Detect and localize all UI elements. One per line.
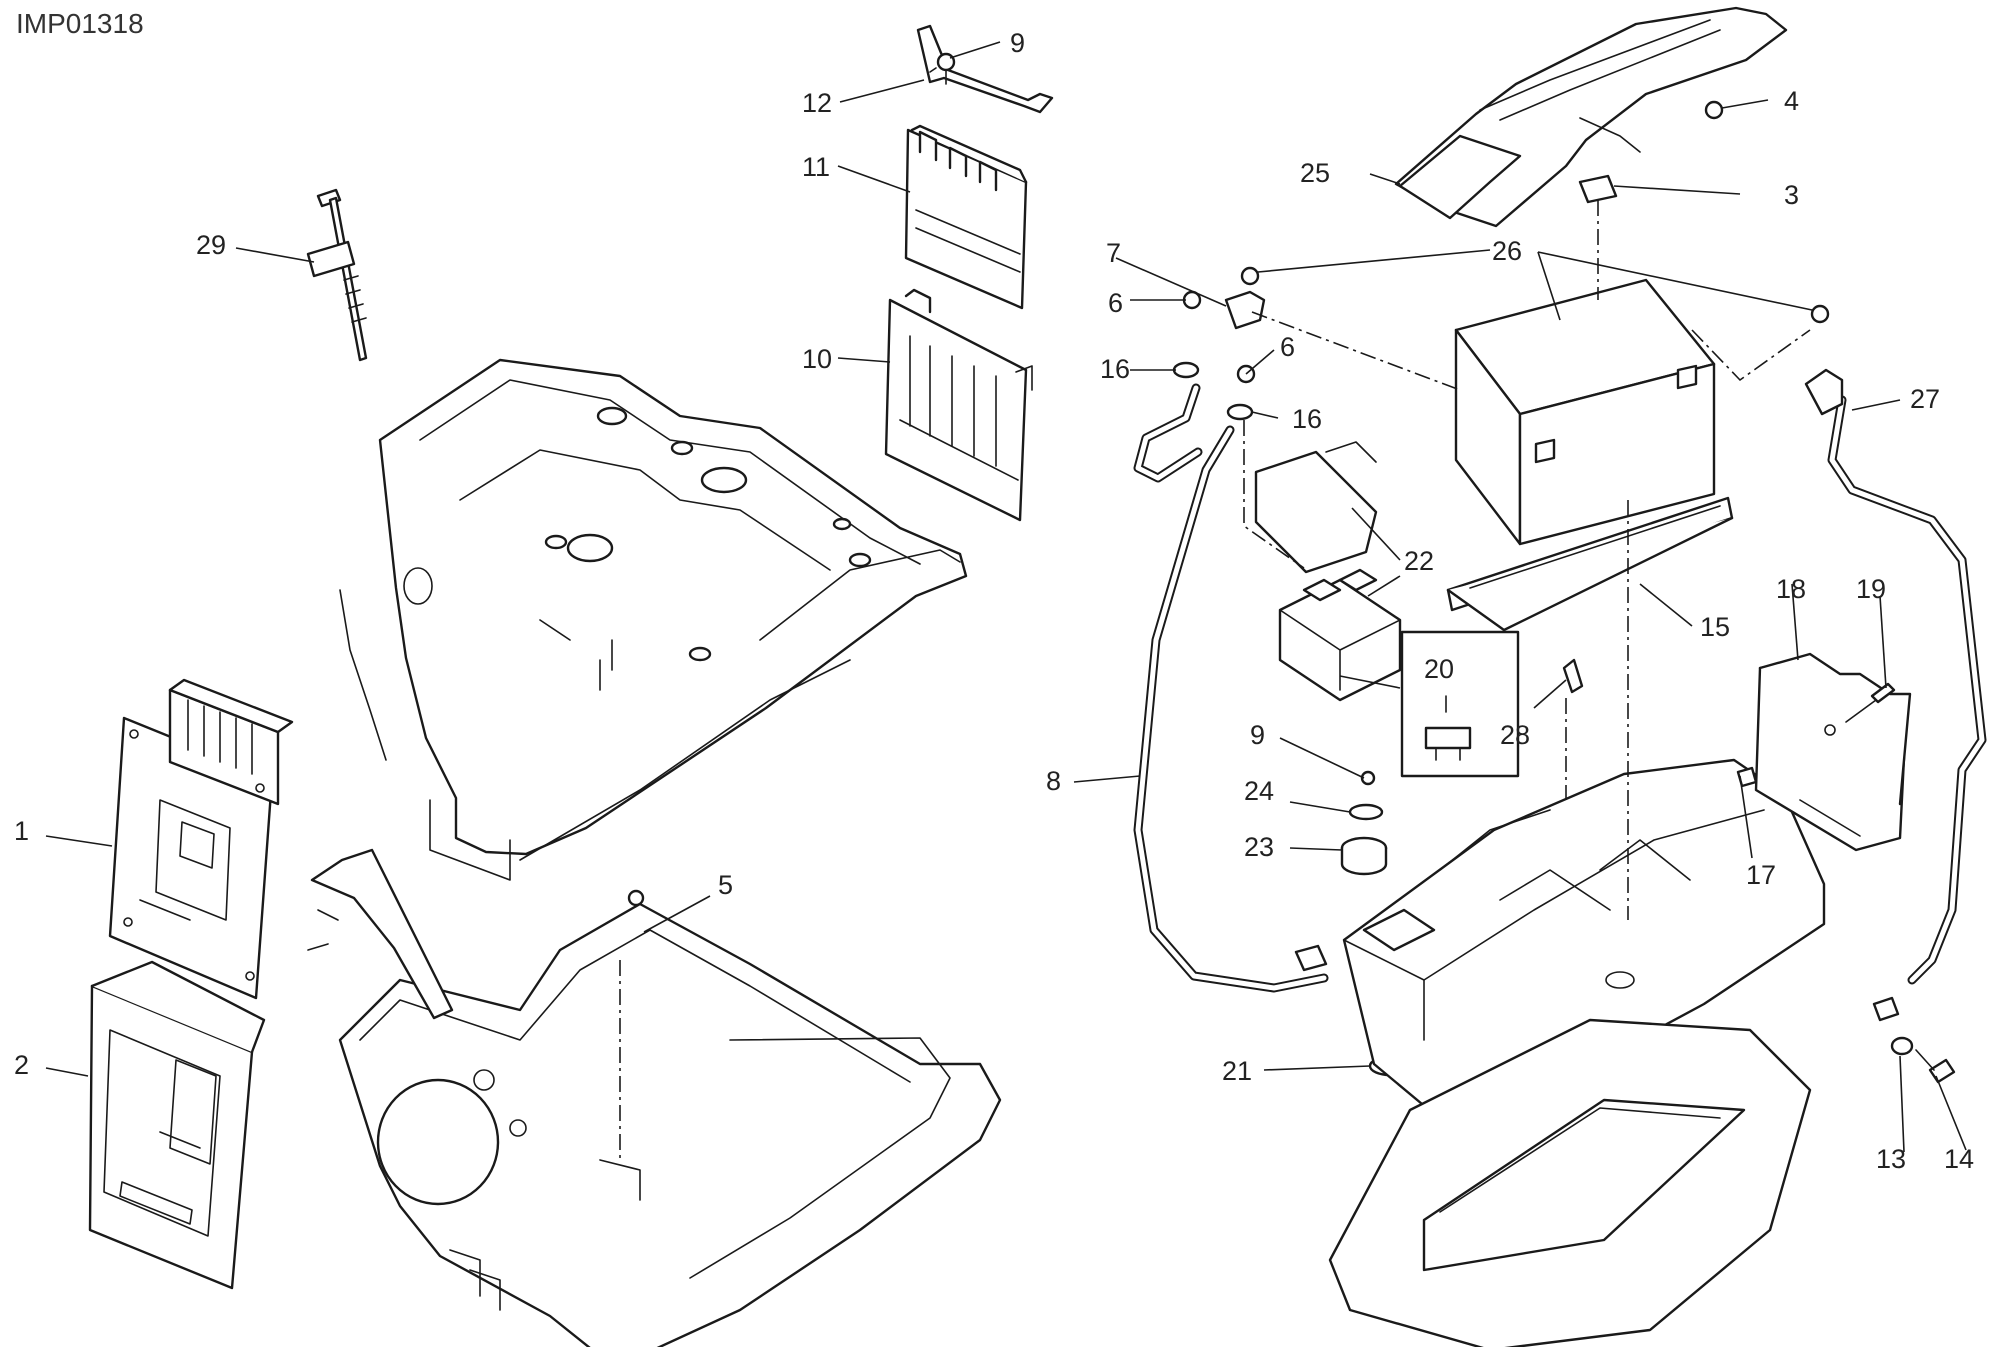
callout-11: 11 [802,152,830,182]
callout-13: 13 [1876,1144,1906,1174]
drawing-code: IMP01318 [16,8,144,39]
starter-relay-part [1278,568,1402,702]
callout-21: 21 [1222,1056,1252,1086]
callout-18: 18 [1776,574,1806,604]
callout-14: 14 [1944,1144,1974,1174]
rear-cover-part [1394,6,1788,228]
cover-screw-part [1704,100,1724,120]
cable-tie-part [306,188,368,362]
battery-screw-right-part [1810,304,1830,324]
ground-washer-part [1890,1036,1914,1056]
callout-27: 27 [1910,384,1940,414]
washer-b-part [1226,403,1254,421]
callout-22: 22 [1404,546,1434,576]
screw-mid-part [1360,770,1376,786]
relay-cover-part [1254,441,1378,574]
callout-20: 20 [1424,654,1454,684]
control-unit-holder-part [884,288,1033,522]
clip-nut-part [1578,174,1618,204]
washer-mid-part [1348,803,1384,821]
control-unit-part [904,124,1028,310]
callout-16b: 16 [1292,404,1322,434]
main-cable-part [1133,425,1329,993]
callout-24: 24 [1244,776,1274,806]
callout-29: 29 [196,230,226,260]
callout-12: 12 [802,88,832,118]
callout-28: 28 [1500,720,1530,750]
callout-6b: 6 [1280,332,1295,362]
callout-25: 25 [1300,158,1330,188]
callout-3: 3 [1784,180,1799,210]
lower-frame-tray-part [307,848,1002,1347]
callout-leaders [45,41,1967,1153]
callout-9b: 9 [1250,720,1265,750]
terminal-bracket-part [1224,290,1266,330]
assembly-lines [619,200,1811,1160]
callout-8: 8 [1046,766,1061,796]
callout-6a: 6 [1108,288,1123,318]
airbox-cover-part [339,358,968,881]
callout-23: 23 [1244,832,1274,862]
callout-16a: 16 [1100,354,1130,384]
callout-10: 10 [802,344,832,374]
battery-part [1454,278,1716,546]
fuse-inset-part [1400,630,1520,778]
callout-19: 19 [1856,574,1886,604]
regulator-screw-part [1845,682,1896,723]
callout-7: 7 [1106,238,1121,268]
short-cable-part [1133,383,1203,483]
ground-cable-part [1804,368,1987,1022]
callout-17: 17 [1746,860,1776,890]
fastener-pin-part [1562,658,1584,694]
callout-5: 5 [718,870,733,900]
lower-mount-part [1328,1018,1812,1347]
callout-9a: 9 [1010,28,1025,58]
callout-2: 2 [14,1050,29,1080]
callout-1: 1 [14,816,29,846]
callout-labels: 1 2 3 4 5 6 6 7 8 9 9 10 11 12 13 14 15 … [14,28,1974,1174]
grommet-part [1340,836,1388,876]
callout-26: 26 [1492,236,1522,266]
battery-screw-left-part [1240,266,1260,286]
ecu-bracket-part [88,960,266,1290]
callout-4: 4 [1784,86,1799,116]
ecu-part [108,678,294,1000]
battery-tray-part [1446,496,1734,632]
callout-15: 15 [1700,612,1730,642]
ground-screw-part [1915,1049,1956,1084]
washer-a-part [1172,361,1200,379]
small-bracket-part [916,24,1054,114]
